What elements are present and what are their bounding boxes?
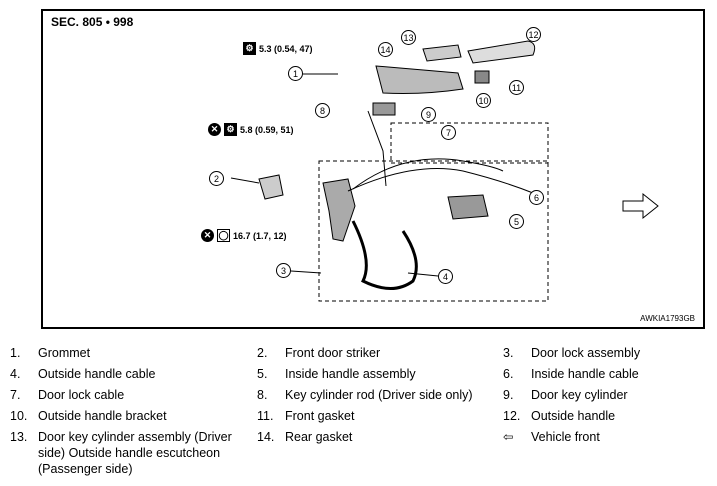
torque-wrench-icon: ⚙: [224, 123, 237, 136]
callout-12: 12: [526, 27, 541, 42]
callout-4: 4: [438, 269, 453, 284]
callout-3: 3: [276, 263, 291, 278]
callout-5: 5: [509, 214, 524, 229]
vehicle-front-legend-arrow-icon: ⇦: [503, 430, 514, 444]
torque-value-2: 5.8 (0.59, 51): [240, 124, 294, 135]
legend-item-5: 5.Inside handle assembly: [257, 367, 416, 381]
key-cylinder-shape: [372, 102, 396, 116]
callout-2: 2: [209, 171, 224, 186]
do-not-reuse-icon: ✕: [208, 123, 221, 136]
legend-item-3: 3.Door lock assembly: [503, 346, 641, 360]
striker-shape: [258, 174, 284, 200]
legend-item-6: 6.Inside handle cable: [503, 367, 639, 381]
legend-item-2: 2.Front door striker: [257, 346, 381, 360]
callout-9: 9: [421, 107, 436, 122]
torque-value-1: 5.3 (0.54, 47): [259, 43, 313, 54]
legend-item-4: 4.Outside handle cable: [10, 367, 156, 381]
do-not-reuse-icon: ✕: [201, 229, 214, 242]
callout-11: 11: [509, 80, 524, 95]
rear-gasket-shape: [422, 44, 462, 62]
torque-socket-icon: ◯: [217, 229, 230, 242]
diagram-figure: SEC. 805 • 998 AWKIA1793GB ⚙ 5.3 (0.54, …: [41, 9, 705, 329]
callout-10: 10: [476, 93, 491, 108]
key-rod-line: [367, 110, 387, 187]
torque-value-3: 16.7 (1.7, 12): [233, 230, 287, 241]
inside-handle-cable-line: [347, 168, 534, 194]
legend-item-9: 9.Door key cylinder: [503, 388, 628, 402]
legend-item-12: 12.Outside handle: [503, 409, 616, 423]
leader-4: [407, 272, 439, 277]
torque-spec-3: ✕ ◯ 16.7 (1.7, 12): [201, 229, 287, 242]
callout-13: 13: [401, 30, 416, 45]
callout-6: 6: [529, 190, 544, 205]
outside-handle-cable-line: [351, 220, 418, 290]
torque-spec-1: ⚙ 5.3 (0.54, 47): [243, 42, 313, 55]
front-gasket-shape: [474, 70, 490, 84]
legend-item-7: 7.Door lock cable: [10, 388, 125, 402]
lock-assembly-shape: [322, 178, 356, 242]
callout-8: 8: [315, 103, 330, 118]
torque-wrench-icon: ⚙: [243, 42, 256, 55]
inside-handle-shape: [447, 194, 489, 220]
legend-item-vehicle-front: ⇦Vehicle front: [503, 430, 600, 444]
callout-1: 1: [288, 66, 303, 81]
legend-item-1: 1.Grommet: [10, 346, 91, 360]
outside-handle-shape: [467, 40, 536, 64]
lock-area-outline: [318, 160, 549, 302]
torque-spec-2: ✕ ⚙ 5.8 (0.59, 51): [208, 123, 294, 136]
door-lock-drawing: [230, 40, 659, 302]
callout-14: 14: [378, 42, 393, 57]
handle-area-outline: [390, 122, 549, 164]
door-lock-cable-line: [352, 158, 504, 190]
legend-item-13: 13.Door key cylinder assembly (Driver si…: [10, 430, 232, 476]
figure-code: AWKIA1793GB: [640, 314, 695, 323]
vehicle-front-arrow-icon: [622, 192, 659, 220]
legend-item-11: 11.Front gasket: [257, 409, 355, 423]
section-title: SEC. 805 • 998: [51, 15, 134, 29]
leader-3: [290, 270, 322, 274]
callout-7: 7: [441, 125, 456, 140]
handle-bracket-shape: [375, 65, 464, 94]
legend-item-14: 14.Rear gasket: [257, 430, 353, 444]
legend-item-10: 10.Outside handle bracket: [10, 409, 167, 423]
legend-item-8: 8.Key cylinder rod (Driver side only): [257, 388, 473, 402]
leader-2: [230, 177, 260, 184]
